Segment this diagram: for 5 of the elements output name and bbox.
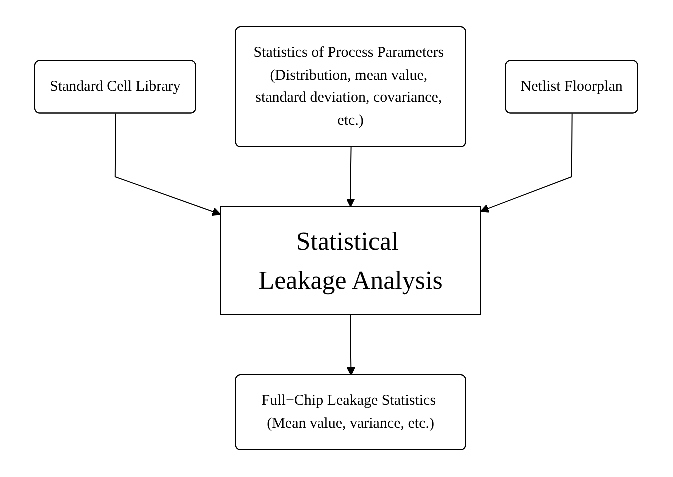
node-box: Statistical Leakage Analysis	[220, 206, 482, 316]
arrow	[346, 314, 356, 376]
arrow	[346, 147, 356, 208]
arrow	[114, 113, 222, 216]
arrow	[480, 113, 573, 213]
